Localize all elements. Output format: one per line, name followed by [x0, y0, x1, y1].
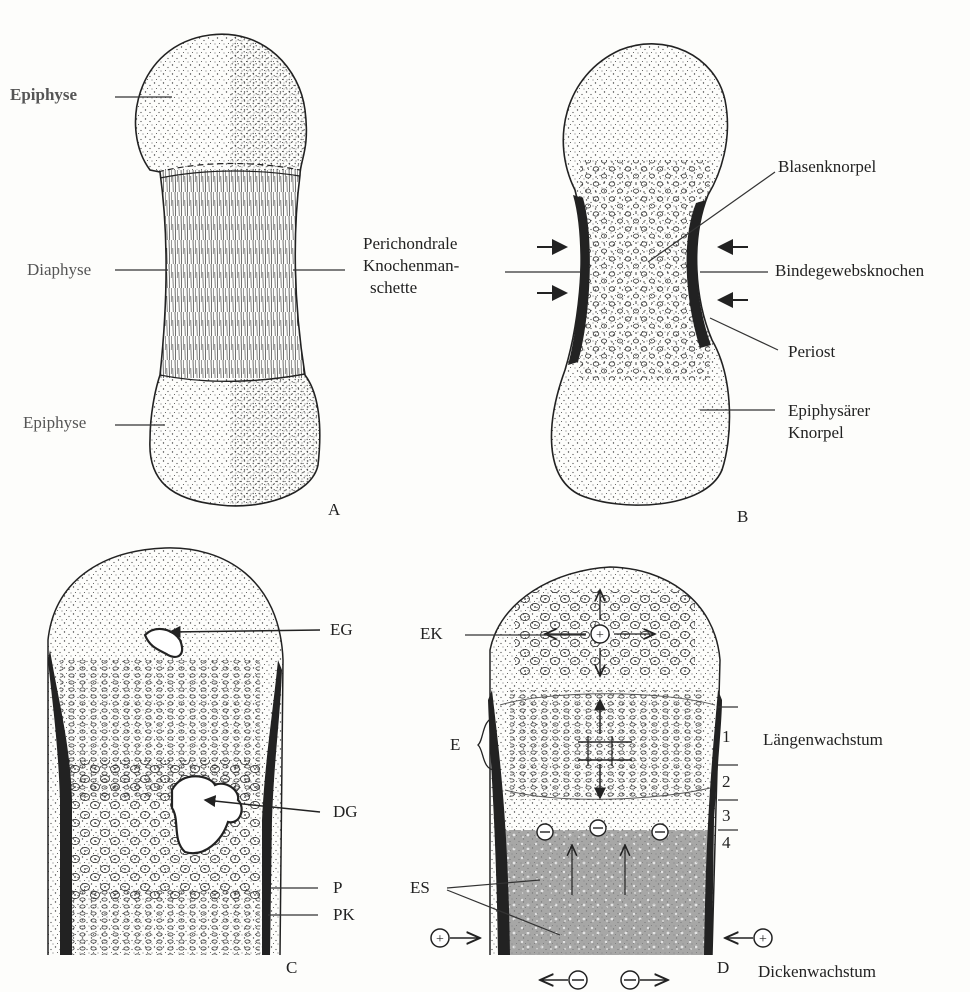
zone-label-2: 2 [722, 772, 731, 792]
label-epiphyse-bottom: Epiphyse [23, 413, 86, 433]
dicken-minus-right-icon [621, 971, 668, 989]
zone-label-1: 1 [722, 727, 731, 747]
label-diaphyse: Diaphyse [27, 260, 91, 280]
zone-label-3: 3 [722, 806, 731, 826]
dicken-minus-left-icon [540, 971, 587, 989]
label-laengenwachstum: Längenwachstum [763, 730, 883, 750]
label-blasenknorpel: Blasenknorpel [778, 157, 876, 177]
label-e: E [450, 735, 460, 755]
panel-letter-b: B [737, 507, 748, 527]
label-epiphysarer-2: Knorpel [788, 423, 844, 443]
svg-text:+: + [596, 628, 604, 643]
label-dickenwachstum: Dickenwachstum [758, 962, 876, 982]
label-epiphysarer-1: Epiphysärer [788, 401, 870, 421]
panel-c-bone [40, 540, 290, 960]
dicken-plus-left-icon: + [431, 929, 480, 947]
label-eg: EG [330, 620, 353, 640]
panel-letter-c: C [286, 958, 297, 978]
label-es: ES [410, 878, 430, 898]
panel-d-bone: + [485, 560, 725, 960]
label-perichondrale-2: Knochenman- [363, 256, 459, 276]
leader-periost [710, 318, 778, 350]
label-dg: DG [333, 802, 358, 822]
panel-letter-a: A [328, 500, 340, 520]
panel-letter-d: D [717, 958, 729, 978]
label-perichondrale-1: Perichondrale [363, 234, 457, 254]
label-perichondrale-3: schette [370, 278, 417, 298]
panel-b-bone [540, 30, 740, 520]
svg-text:+: + [436, 932, 444, 947]
svg-text:+: + [759, 932, 767, 947]
label-p: P [333, 878, 342, 898]
zone-label-4: 4 [722, 833, 731, 853]
dicken-plus-right-icon: + [725, 929, 772, 947]
label-pk: PK [333, 905, 355, 925]
label-ek: EK [420, 624, 443, 644]
label-epiphyse-top: Epiphyse [10, 85, 77, 105]
label-bindegewebsknochen: Bindegewebsknochen [775, 261, 924, 281]
label-periost: Periost [788, 342, 835, 362]
